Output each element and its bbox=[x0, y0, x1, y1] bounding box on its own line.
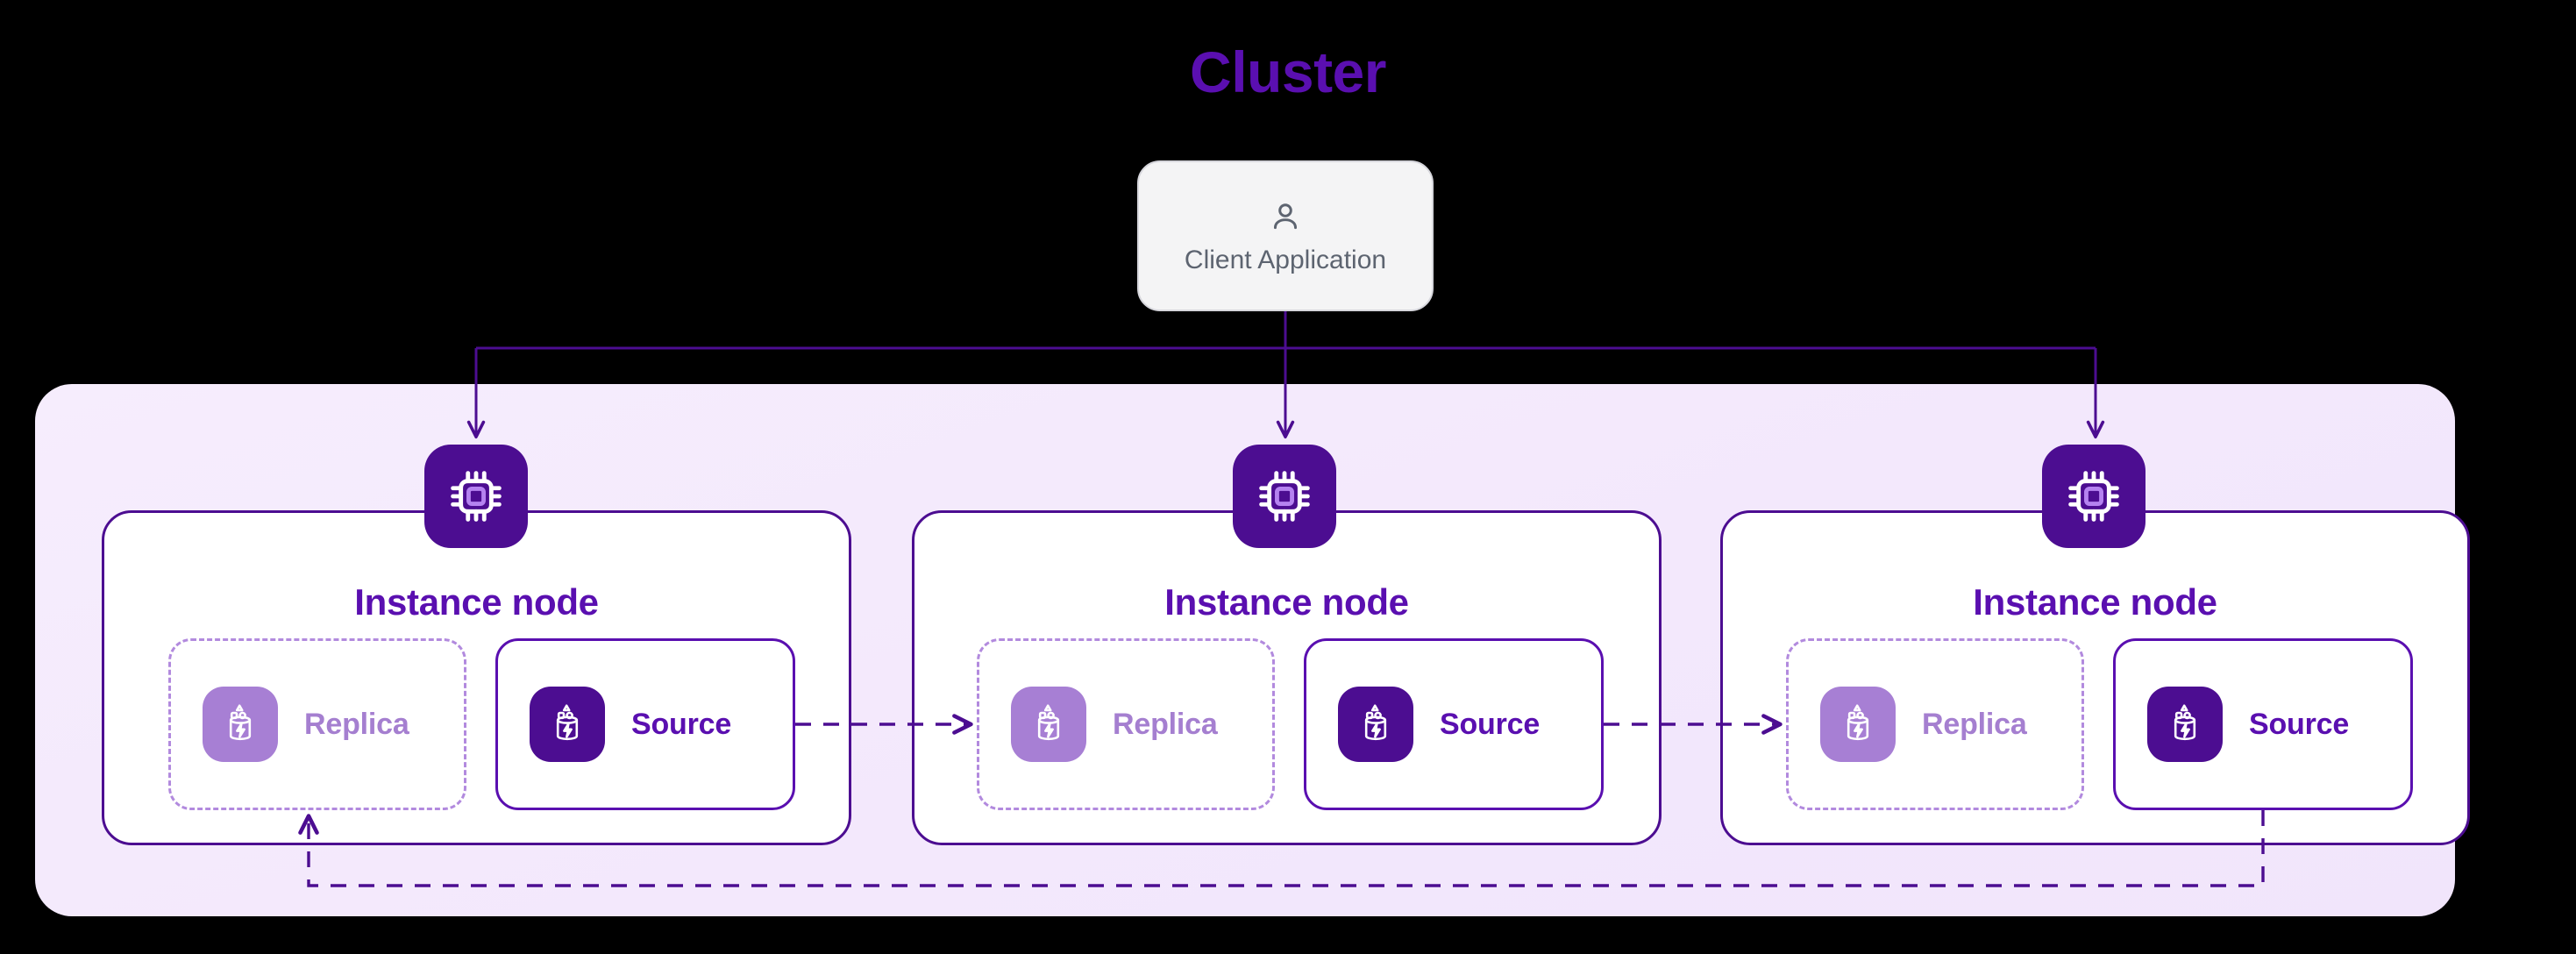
cpu-chip-icon-badge-1 bbox=[424, 445, 528, 548]
page-title: Cluster bbox=[1190, 39, 1386, 104]
database-bolt-icon bbox=[1820, 687, 1896, 762]
replica-label: Replica bbox=[1113, 708, 1218, 741]
source-label: Source bbox=[1440, 708, 1541, 741]
client-application-card[interactable]: Client Application bbox=[1137, 160, 1434, 311]
replica-box-3[interactable]: Replica bbox=[1786, 638, 2084, 810]
replica-label: Replica bbox=[304, 708, 409, 741]
client-application-label: Client Application bbox=[1184, 246, 1387, 274]
database-bolt-icon bbox=[203, 687, 278, 762]
source-box-2[interactable]: Source bbox=[1304, 638, 1604, 810]
cpu-chip-icon-badge-2 bbox=[1233, 445, 1336, 548]
instance-node-title: Instance node bbox=[354, 581, 599, 623]
cpu-chip-icon bbox=[451, 471, 502, 522]
cpu-chip-icon bbox=[1259, 471, 1310, 522]
source-label: Source bbox=[2249, 708, 2350, 741]
cpu-chip-icon-badge-3 bbox=[2042, 445, 2145, 548]
replica-label: Replica bbox=[1922, 708, 2027, 741]
database-bolt-icon bbox=[530, 687, 605, 762]
replica-box-2[interactable]: Replica bbox=[977, 638, 1275, 810]
database-bolt-icon bbox=[1338, 687, 1413, 762]
instance-node-title: Instance node bbox=[1973, 581, 2217, 623]
database-bolt-icon bbox=[2147, 687, 2223, 762]
replica-box-1[interactable]: Replica bbox=[168, 638, 466, 810]
instance-node-title: Instance node bbox=[1164, 581, 1409, 623]
cpu-chip-icon bbox=[2068, 471, 2119, 522]
source-box-3[interactable]: Source bbox=[2113, 638, 2413, 810]
source-label: Source bbox=[631, 708, 732, 741]
database-bolt-icon bbox=[1011, 687, 1086, 762]
source-box-1[interactable]: Source bbox=[495, 638, 795, 810]
person-icon bbox=[1267, 198, 1304, 235]
